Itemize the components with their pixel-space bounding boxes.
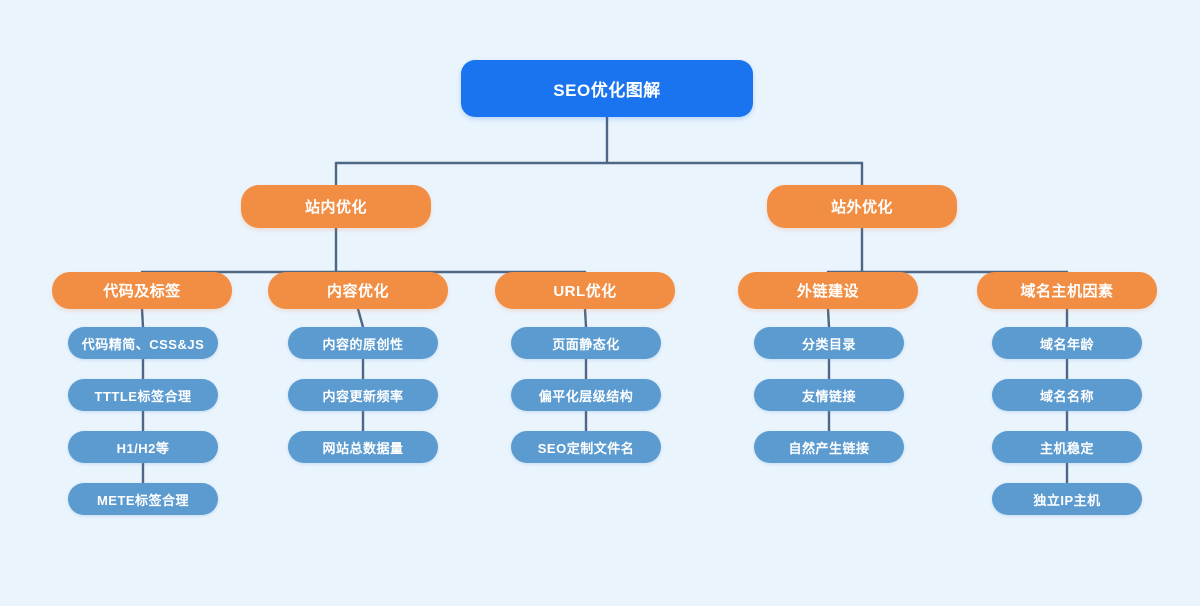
- leaf-node-domain-3[interactable]: 独立IP主机: [992, 483, 1142, 515]
- leaf-node-code-0[interactable]: 代码精简、CSS&JS: [68, 327, 218, 359]
- leaf-node-domain-0[interactable]: 域名年龄: [992, 327, 1142, 359]
- leaf-node-url-2[interactable]: SEO定制文件名: [511, 431, 661, 463]
- branch-node-onsite[interactable]: 站内优化: [241, 185, 431, 228]
- leaf-node-domain-2[interactable]: 主机稳定: [992, 431, 1142, 463]
- leaf-node-content-0[interactable]: 内容的原创性: [288, 327, 438, 359]
- category-node-url[interactable]: URL优化: [495, 272, 675, 309]
- leaf-node-code-1[interactable]: TTTLE标签合理: [68, 379, 218, 411]
- leaf-node-url-0[interactable]: 页面静态化: [511, 327, 661, 359]
- branch-node-offsite[interactable]: 站外优化: [767, 185, 957, 228]
- category-node-links[interactable]: 外链建设: [738, 272, 918, 309]
- leaf-node-links-0[interactable]: 分类目录: [754, 327, 904, 359]
- leaf-node-code-2[interactable]: H1/H2等: [68, 431, 218, 463]
- leaf-node-content-2[interactable]: 网站总数据量: [288, 431, 438, 463]
- leaf-node-links-1[interactable]: 友情链接: [754, 379, 904, 411]
- leaf-node-content-1[interactable]: 内容更新频率: [288, 379, 438, 411]
- category-node-code[interactable]: 代码及标签: [52, 272, 232, 309]
- leaf-node-links-2[interactable]: 自然产生链接: [754, 431, 904, 463]
- leaf-node-domain-1[interactable]: 域名名称: [992, 379, 1142, 411]
- category-node-domain[interactable]: 域名主机因素: [977, 272, 1157, 309]
- category-node-content[interactable]: 内容优化: [268, 272, 448, 309]
- leaf-node-url-1[interactable]: 偏平化层级结构: [511, 379, 661, 411]
- leaf-node-code-3[interactable]: METE标签合理: [68, 483, 218, 515]
- root-node[interactable]: SEO优化图解: [461, 60, 753, 117]
